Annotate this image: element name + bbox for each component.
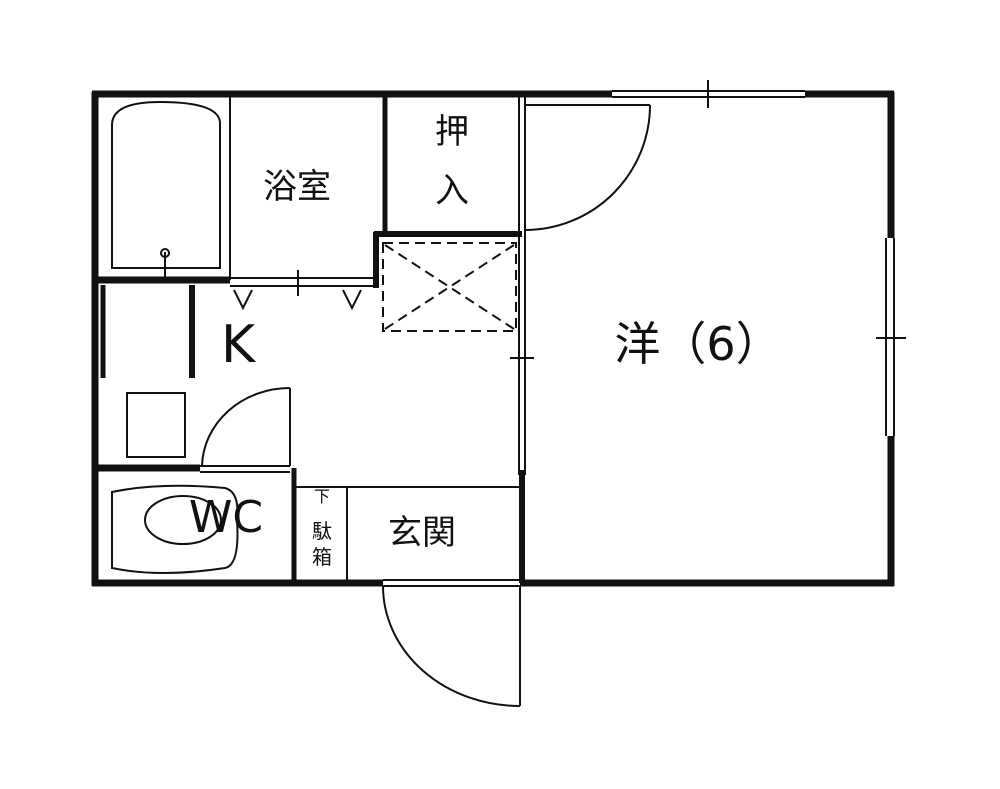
room-label-closet-bottom: 入 [435, 171, 469, 211]
outer-walls [91, 90, 895, 587]
room-label-toilet: WC [189, 492, 263, 543]
room-label-bathroom: 浴室 [263, 167, 331, 207]
room-label-western-room: 洋（6） [614, 317, 781, 371]
room-label-closet-top: 押 [435, 112, 469, 152]
window-right [876, 238, 906, 436]
room-label-kitchen: K [221, 315, 257, 375]
door-entrance[interactable] [382, 585, 521, 707]
closet-area [382, 242, 517, 332]
room-label-entrance: 玄関 [388, 513, 456, 553]
toilet-fixture [111, 484, 239, 574]
window-entrance [383, 579, 520, 587]
interior-walls [92, 97, 534, 583]
door-toilet [201, 387, 291, 467]
room-label-shoe-box-1: 下 [314, 487, 330, 506]
bathtub [111, 100, 222, 280]
room-label-shoe-box-2: 駄 [312, 519, 332, 543]
window-top [612, 80, 805, 108]
door-western-room [524, 104, 651, 231]
kitchen-appliance [126, 392, 186, 458]
room-label-shoe-box-3: 箱 [312, 545, 332, 569]
